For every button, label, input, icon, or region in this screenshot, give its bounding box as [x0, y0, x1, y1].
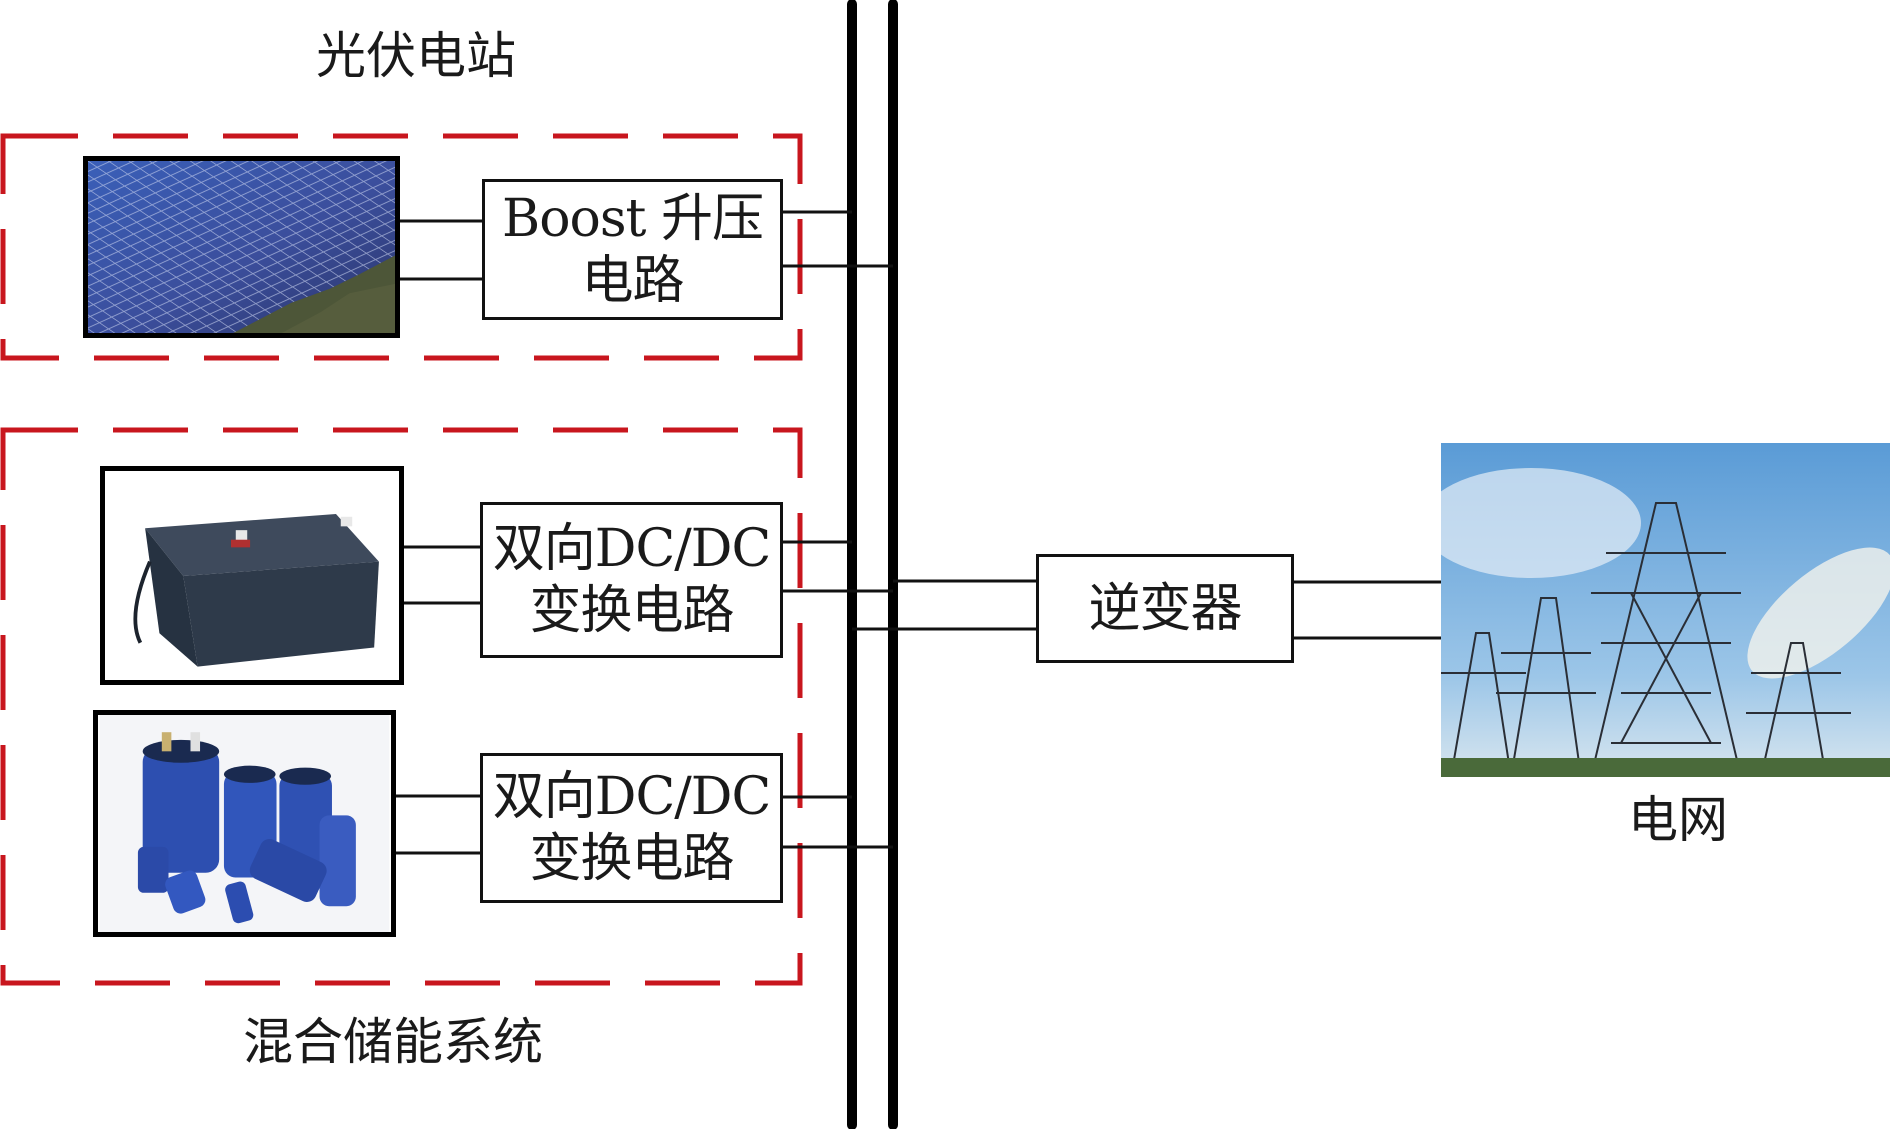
inverter-label: 逆变器 — [1088, 578, 1242, 639]
pv-station-title: 光伏电站 — [316, 27, 516, 85]
supercapacitor-icon — [99, 715, 390, 932]
supercapacitor-photo — [93, 710, 396, 937]
power-grid-photo — [1441, 443, 1890, 777]
battery-photo — [100, 466, 404, 685]
supercap-dcdc-label-line1: 双向DC/DC — [492, 767, 771, 827]
boost-converter-block: Boost 升压 电路 — [482, 179, 783, 320]
supercap-dcdc-label-line2: 变换电路 — [529, 829, 734, 889]
boost-converter-label-line1: Boost 升压 — [502, 188, 764, 249]
battery-dcdc-label-line1: 双向DC/DC — [492, 519, 771, 579]
solar-panel-icon — [88, 161, 395, 333]
battery-icon — [106, 471, 398, 680]
pv-station-boundary — [0, 133, 803, 361]
power-grid-label: 电网 — [1628, 791, 1728, 849]
battery-dcdc-block: 双向DC/DC 变换电路 — [480, 502, 783, 658]
supercap-dcdc-block: 双向DC/DC 变换电路 — [480, 753, 783, 903]
hess-title: 混合储能系统 — [243, 1013, 543, 1071]
boost-converter-label-line2: 电路 — [581, 250, 684, 311]
transmission-tower-icon — [1441, 443, 1890, 777]
hess-boundary — [0, 427, 803, 986]
battery-dcdc-label-line2: 变换电路 — [529, 581, 734, 641]
inverter-block: 逆变器 — [1036, 554, 1294, 663]
solar-panel-photo — [83, 156, 400, 338]
